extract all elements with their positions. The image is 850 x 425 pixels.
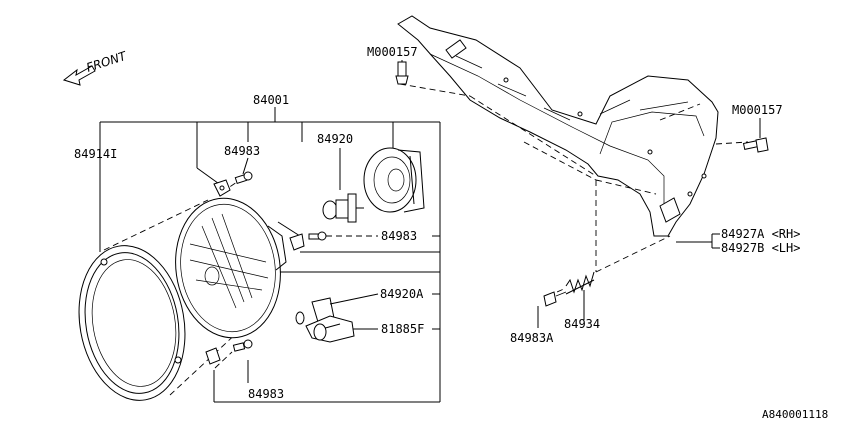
label-bracket-rh: 84927A <RH> — [721, 227, 800, 241]
headlight-lamp — [175, 197, 301, 339]
headlight-ring — [78, 245, 186, 401]
bolt-right — [742, 118, 769, 153]
label-bracket-lh: 84927B <LH> — [721, 241, 800, 255]
label-bolt-left: M000157 — [367, 45, 418, 59]
bulb — [322, 193, 364, 223]
label-ring: 84914I — [74, 147, 117, 161]
front-label: FRONT — [85, 48, 130, 74]
label-assembly: 84001 — [253, 93, 289, 107]
bolt-left — [395, 60, 409, 85]
socket-housing — [363, 147, 425, 213]
socket-bulb — [295, 293, 379, 325]
bracket-leaders — [676, 233, 720, 249]
screw-bottom — [205, 339, 253, 365]
screw-mid — [289, 231, 378, 251]
front-arrow-icon — [62, 65, 96, 86]
label-screw-mid: 84983 — [381, 229, 417, 243]
label-bolt-right: M000157 — [732, 103, 783, 117]
headlight-bracket — [397, 15, 719, 237]
spring-and-screw — [537, 271, 595, 328]
label-screw-bottom: 84983 — [248, 387, 284, 401]
label-screw-top: 84983 — [224, 144, 260, 158]
screw-top — [213, 171, 253, 197]
harness — [305, 315, 355, 343]
label-spring: 84934 — [564, 317, 600, 331]
label-harness: 81885F — [381, 322, 424, 336]
diagram-id: A840001118 — [762, 408, 828, 421]
assembly-bracket-lines — [99, 107, 441, 403]
label-adjust-screw: 84983A — [510, 331, 554, 345]
label-socket: 84920A — [380, 287, 424, 301]
label-bulb: 84920 — [317, 132, 353, 146]
